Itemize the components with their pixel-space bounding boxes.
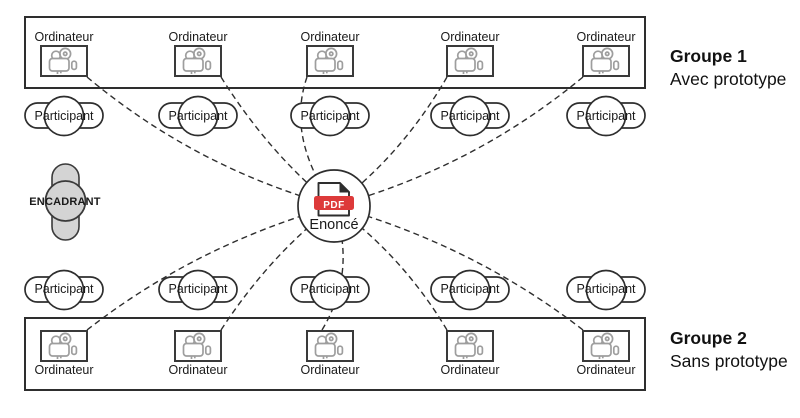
computer-label: Ordinateur — [168, 30, 228, 44]
group1-computers — [40, 45, 630, 77]
connection-line-g2-2 — [220, 205, 335, 331]
connection-line-g2-4 — [333, 205, 448, 331]
participant-circle — [177, 95, 219, 137]
computer-label: Ordinateur — [168, 363, 228, 377]
computer-label: Ordinateur — [34, 30, 94, 44]
participant-circle — [449, 269, 491, 311]
computer-label: Ordinateur — [440, 30, 500, 44]
pdf-banner — [314, 196, 354, 210]
participant-circle — [585, 269, 627, 311]
computer-label: Ordinateur — [300, 363, 360, 377]
participant-label: Participant — [440, 109, 500, 123]
group1-title: Groupe 1 — [670, 46, 747, 66]
supervisor-circle — [44, 180, 87, 222]
computer-label: Ordinateur — [34, 363, 94, 377]
computer-label: Ordinateur — [300, 30, 360, 44]
computer-label: Ordinateur — [440, 363, 500, 377]
participant-circle — [43, 269, 85, 311]
pdf-file-icon — [314, 181, 354, 217]
participant-label: Participant — [300, 282, 360, 296]
participant-circle — [449, 95, 491, 137]
group2-caption: Groupe 2 Sans prototype — [670, 327, 800, 373]
supervisor-figure — [44, 163, 87, 241]
participant-circle — [309, 95, 351, 137]
participant-label: Participant — [34, 109, 94, 123]
participant-circle — [43, 95, 85, 137]
group1-subtitle: Avec prototype — [670, 69, 787, 89]
connection-line-g1-3 — [299, 76, 335, 207]
participant-circle — [309, 269, 351, 311]
connection-line-g1-5 — [333, 76, 584, 207]
participant-circle — [585, 95, 627, 137]
group2-participants — [24, 269, 646, 311]
supervisor-label: ENCADRANT — [29, 196, 101, 208]
group1-participants — [24, 95, 646, 137]
connection-line-g1-1 — [86, 76, 335, 207]
pdf-badge: PDF — [323, 200, 345, 211]
group2-computers — [40, 330, 630, 362]
pdf-fold-shape — [339, 181, 351, 193]
group2-subtitle: Sans prototype — [670, 351, 788, 371]
group2-computers-box — [24, 317, 646, 391]
participant-label: Participant — [576, 282, 636, 296]
participant-label: Participant — [168, 109, 228, 123]
computer-label: Ordinateur — [576, 363, 636, 377]
group2-title: Groupe 2 — [670, 328, 747, 348]
participant-label: Participant — [34, 282, 94, 296]
participant-label: Participant — [300, 109, 360, 123]
group1-caption: Groupe 1 Avec prototype — [670, 45, 800, 91]
participant-label: Participant — [168, 282, 228, 296]
computer-label: Ordinateur — [576, 30, 636, 44]
participant-circle — [177, 269, 219, 311]
participant-label: Participant — [440, 282, 500, 296]
statement-label: Enoncé — [309, 217, 359, 233]
participant-label: Participant — [576, 109, 636, 123]
group1-computers-box — [24, 16, 646, 89]
